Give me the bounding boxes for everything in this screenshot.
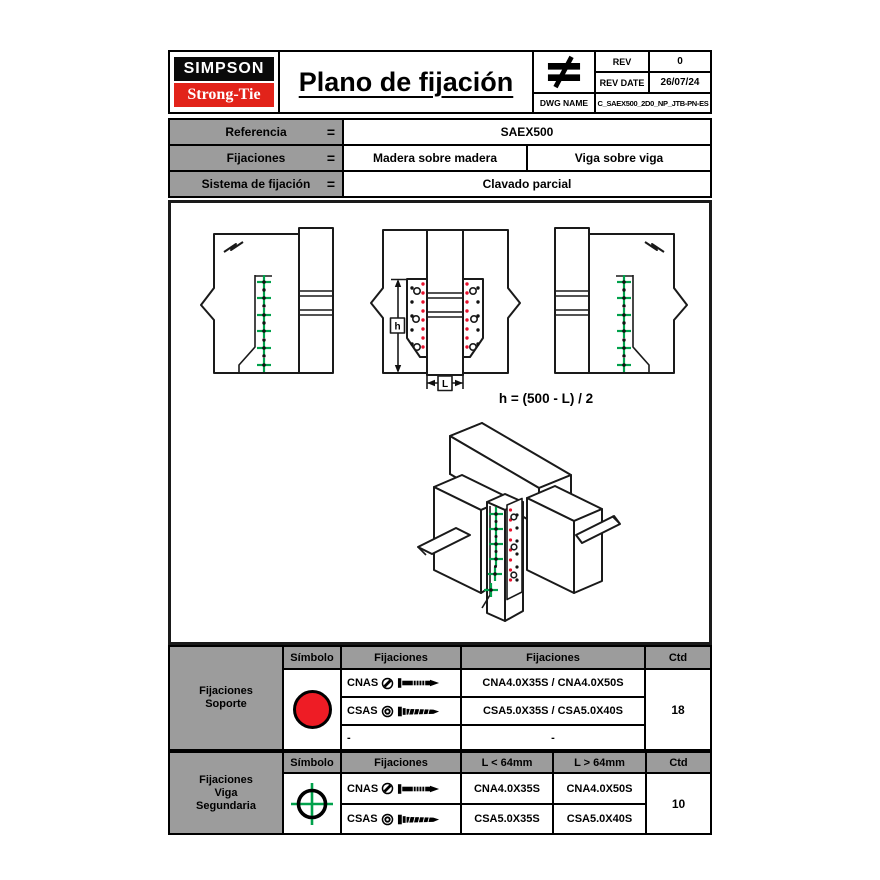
simpson-strongtie-logo: SIMPSON Strong-Tie bbox=[168, 50, 280, 114]
height-formula: h = (500 - L) / 2 bbox=[498, 391, 594, 406]
secondary-row-cnas: CNAS bbox=[342, 774, 460, 803]
dimension-l: L bbox=[426, 375, 464, 392]
secondary-csa-short: CSA5.0X35S bbox=[462, 805, 552, 833]
technical-drawing: h L bbox=[200, 227, 709, 622]
iso-support-nails bbox=[508, 508, 519, 582]
title-block: SIMPSON Strong-Tie Plano de fijación REV… bbox=[168, 50, 712, 114]
secondary-cna-short: CNA4.0X35S bbox=[462, 774, 552, 803]
logo-simpson: SIMPSON bbox=[174, 57, 274, 81]
support-row-cnas: CNAS bbox=[342, 670, 460, 696]
plate-holes bbox=[412, 287, 478, 352]
support-fixings-table: Fijaciones Soporte Símbolo Fijaciones Fi… bbox=[168, 645, 712, 751]
support-symbol-cell bbox=[284, 670, 340, 749]
support-row-empty: - bbox=[342, 726, 460, 749]
csas-mark-icon bbox=[381, 813, 393, 825]
cnas-mark-icon bbox=[381, 677, 394, 689]
secondary-csa-long: CSA5.0X40S bbox=[554, 805, 645, 833]
document: SIMPSON Strong-Tie Plano de fijación REV… bbox=[168, 50, 712, 835]
fijaciones-value-2: Viga sobre viga bbox=[528, 146, 710, 170]
fijaciones-label: Fijaciones bbox=[226, 151, 286, 165]
equals-sign: = bbox=[326, 176, 335, 192]
rev-value: 0 bbox=[650, 52, 710, 71]
support-cna-value: CNA4.0X35S / CNA4.0X50S bbox=[462, 670, 644, 696]
svg-text:L: L bbox=[442, 379, 448, 390]
secondary-table-label: Fijaciones Viga Segundaria bbox=[170, 753, 282, 833]
col-header-fijaciones-2: Fijaciones bbox=[462, 647, 644, 668]
logo-strongtie: Strong-Tie bbox=[174, 83, 274, 107]
col-header-fijaciones: Fijaciones bbox=[342, 753, 460, 772]
rev-date-label: REV DATE bbox=[596, 73, 648, 92]
csas-mark-icon bbox=[381, 705, 393, 717]
sistema-value: Clavado parcial bbox=[344, 172, 710, 196]
nail-icon bbox=[398, 783, 440, 794]
screw-icon bbox=[397, 814, 439, 824]
referencia-value: SAEX500 bbox=[344, 120, 710, 144]
equals-sign: = bbox=[326, 150, 335, 166]
referencia-label-cell: Referencia = bbox=[170, 120, 342, 144]
sistema-label: Sistema de fijación bbox=[201, 177, 311, 191]
dimension-h: h bbox=[389, 278, 408, 373]
plate-black-dots bbox=[410, 286, 480, 346]
side-view-right bbox=[555, 228, 687, 373]
support-fixings-nails bbox=[421, 282, 469, 349]
page-title: Plano de fijación bbox=[298, 66, 514, 97]
support-table-label: Fijaciones Soporte bbox=[170, 647, 282, 749]
secondary-symbol-crosshair bbox=[291, 782, 333, 825]
secondary-fixings-table: Fijaciones Viga Segundaria Símbolo Fijac… bbox=[168, 751, 712, 835]
drawing-area: h L bbox=[168, 200, 712, 645]
col-header-fijaciones-1: Fijaciones bbox=[342, 647, 460, 668]
referencia-label: Referencia bbox=[225, 125, 287, 139]
rev-date-value: 26/07/24 bbox=[650, 73, 710, 92]
col-header-l-short: L < 64mm bbox=[462, 753, 552, 772]
break-ribbon-left bbox=[417, 527, 471, 555]
dwg-name-label: DWG NAME bbox=[534, 94, 594, 112]
secondary-row-csas: CSAS bbox=[342, 805, 460, 833]
reference-table: Referencia = SAEX500 Fijaciones = Madera… bbox=[168, 118, 712, 198]
support-empty-value: - bbox=[462, 726, 644, 749]
support-row-csas: CSAS bbox=[342, 698, 460, 724]
secondary-quantity: 10 bbox=[647, 774, 710, 833]
hanger-flange-edge bbox=[238, 275, 256, 373]
side-view-left bbox=[200, 227, 334, 374]
fijaciones-value-1: Madera sobre madera bbox=[344, 146, 526, 170]
revision-block: REV 0 REV DATE 26/07/24 DWG NAME C_SAEX5… bbox=[534, 50, 712, 114]
cnas-mark-icon bbox=[381, 782, 394, 795]
fijaciones-label-cell: Fijaciones = bbox=[170, 146, 342, 170]
isometric-view bbox=[417, 422, 621, 622]
screw-icon bbox=[397, 706, 439, 716]
front-view: h L bbox=[370, 229, 521, 392]
secondary-symbol-cell bbox=[284, 774, 340, 833]
sheet-title-cell: Plano de fijación bbox=[280, 50, 534, 114]
col-header-simbolo-2: Símbolo bbox=[284, 753, 340, 772]
rev-label: REV bbox=[596, 52, 648, 71]
col-header-ctd: Ctd bbox=[646, 647, 710, 668]
not-equal-icon bbox=[534, 52, 594, 92]
iso-secondary-crosshairs bbox=[482, 505, 505, 599]
dwg-name-value: C_SAEX500_2D0_NP_JTB-PN-ES bbox=[596, 94, 710, 112]
support-csa-value: CSA5.0X35S / CSA5.0X40S bbox=[462, 698, 644, 724]
nail-icon bbox=[398, 678, 440, 688]
break-mark-icon bbox=[223, 241, 244, 253]
fijaciones-values: Madera sobre madera Viga sobre viga bbox=[344, 146, 710, 170]
support-quantity: 18 bbox=[646, 670, 710, 749]
col-header-l-long: L > 64mm bbox=[554, 753, 645, 772]
secondary-fixings-crosshairs bbox=[255, 273, 273, 374]
col-header-ctd-2: Ctd bbox=[647, 753, 710, 772]
col-header-simbolo: Símbolo bbox=[284, 647, 340, 668]
support-symbol-red-circle bbox=[292, 690, 332, 729]
svg-text:h: h bbox=[394, 322, 400, 333]
equals-sign: = bbox=[326, 124, 335, 140]
sistema-label-cell: Sistema de fijación = bbox=[170, 172, 342, 196]
secondary-cna-long: CNA4.0X50S bbox=[554, 774, 645, 803]
